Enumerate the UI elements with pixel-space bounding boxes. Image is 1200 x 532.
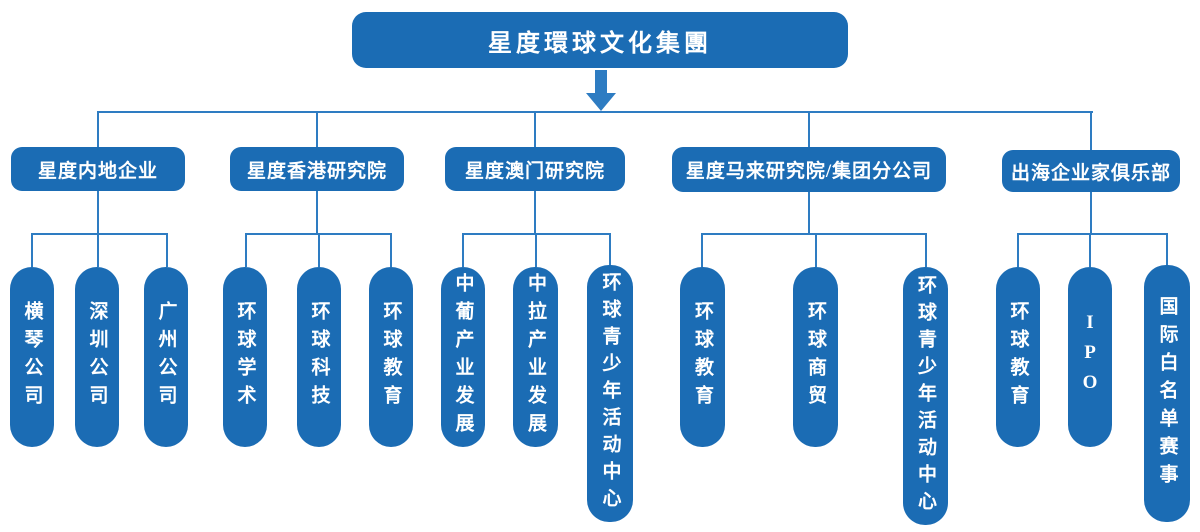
branch-node-malaysia: 星度马来研究院/集团分公司 [672, 147, 946, 192]
leaf-node: 广州公司 [144, 267, 188, 447]
connector-line [808, 111, 810, 147]
connector-line [97, 111, 99, 147]
root-node-label: 星度環球文化集團 [488, 30, 712, 57]
leaf-node-label: 中葡产业发展 [452, 273, 474, 441]
leaf-node: 横琴公司 [10, 267, 54, 447]
connector-line [701, 233, 703, 267]
leaf-node-label: 环球教育 [692, 301, 713, 413]
branch-node-label: 星度香港研究院 [246, 160, 387, 182]
leaf-node: 深圳公司 [75, 267, 119, 447]
leaf-node-label: 环球教育 [380, 301, 402, 413]
connector-line [534, 111, 536, 147]
connector-line [316, 191, 318, 234]
branch-node-label: 星度内地企业 [37, 160, 158, 182]
leaf-node-label: 环球商贸 [805, 301, 826, 413]
connector-line [1090, 111, 1092, 150]
branch-node-label: 出海企业家俱乐部 [1010, 162, 1171, 184]
connector-line [390, 233, 392, 267]
root-node: 星度環球文化集團 [352, 12, 848, 68]
leaf-node-label: 广州公司 [155, 301, 177, 413]
branch-node-hongkong: 星度香港研究院 [230, 147, 404, 191]
leaf-node-label: 深圳公司 [86, 301, 108, 413]
connector-line [1090, 192, 1092, 233]
leaf-node: 环球教育 [996, 267, 1040, 447]
branch-node-overseas-club: 出海企业家俱乐部 [1002, 150, 1180, 192]
connector-line [98, 111, 1093, 113]
leaf-node-label: 横琴公司 [21, 301, 43, 413]
connector-line [534, 191, 536, 234]
connector-line [318, 233, 320, 267]
connector-line [1089, 233, 1091, 267]
leaf-node: 国际白名单赛事 [1144, 265, 1190, 522]
connector-line [1166, 233, 1168, 265]
leaf-node-label: 环球青少年活动中心 [915, 274, 936, 518]
leaf-node-label: 环球科技 [308, 301, 330, 413]
connector-line [535, 233, 537, 267]
down-arrow-icon [586, 93, 616, 111]
connector-line [316, 111, 318, 147]
leaf-node: 环球商贸 [793, 267, 838, 447]
leaf-node: 环球科技 [297, 267, 341, 447]
connector-line [1017, 233, 1167, 235]
leaf-node: 中葡产业发展 [441, 267, 485, 447]
connector-line [245, 233, 247, 267]
leaf-node-label: 国际白名单赛事 [1156, 295, 1178, 492]
connector-line [31, 233, 168, 235]
connector-line [808, 192, 810, 234]
down-arrow-icon [595, 70, 607, 94]
connector-line [609, 233, 611, 265]
leaf-node: 环球青少年活动中心 [903, 267, 948, 525]
leaf-node-label: 环球学术 [234, 301, 256, 413]
connector-line [462, 233, 464, 267]
connector-line [166, 233, 168, 267]
connector-line [31, 233, 33, 267]
leaf-node-label: IPO [1079, 312, 1101, 402]
leaf-node: 环球教育 [680, 267, 725, 447]
connector-line [97, 233, 99, 267]
branch-node-mainland: 星度内地企业 [11, 147, 185, 191]
connector-line [1017, 233, 1019, 267]
branch-node-label: 星度澳门研究院 [464, 160, 605, 182]
connector-line [97, 191, 99, 234]
leaf-node: 环球教育 [369, 267, 413, 447]
leaf-node-label: 环球青少年活动中心 [599, 272, 621, 515]
connector-line [701, 233, 926, 235]
leaf-node: IPO [1068, 267, 1112, 447]
leaf-node: 环球学术 [223, 267, 267, 447]
leaf-node-label: 中拉产业发展 [525, 273, 546, 441]
leaf-node: 中拉产业发展 [513, 267, 558, 447]
leaf-node-label: 环球教育 [1007, 301, 1029, 413]
branch-node-macau: 星度澳门研究院 [445, 147, 625, 191]
leaf-node: 环球青少年活动中心 [587, 265, 633, 522]
branch-node-label: 星度马来研究院/集团分公司 [685, 161, 933, 182]
connector-line [815, 233, 817, 267]
connector-line [925, 233, 927, 267]
